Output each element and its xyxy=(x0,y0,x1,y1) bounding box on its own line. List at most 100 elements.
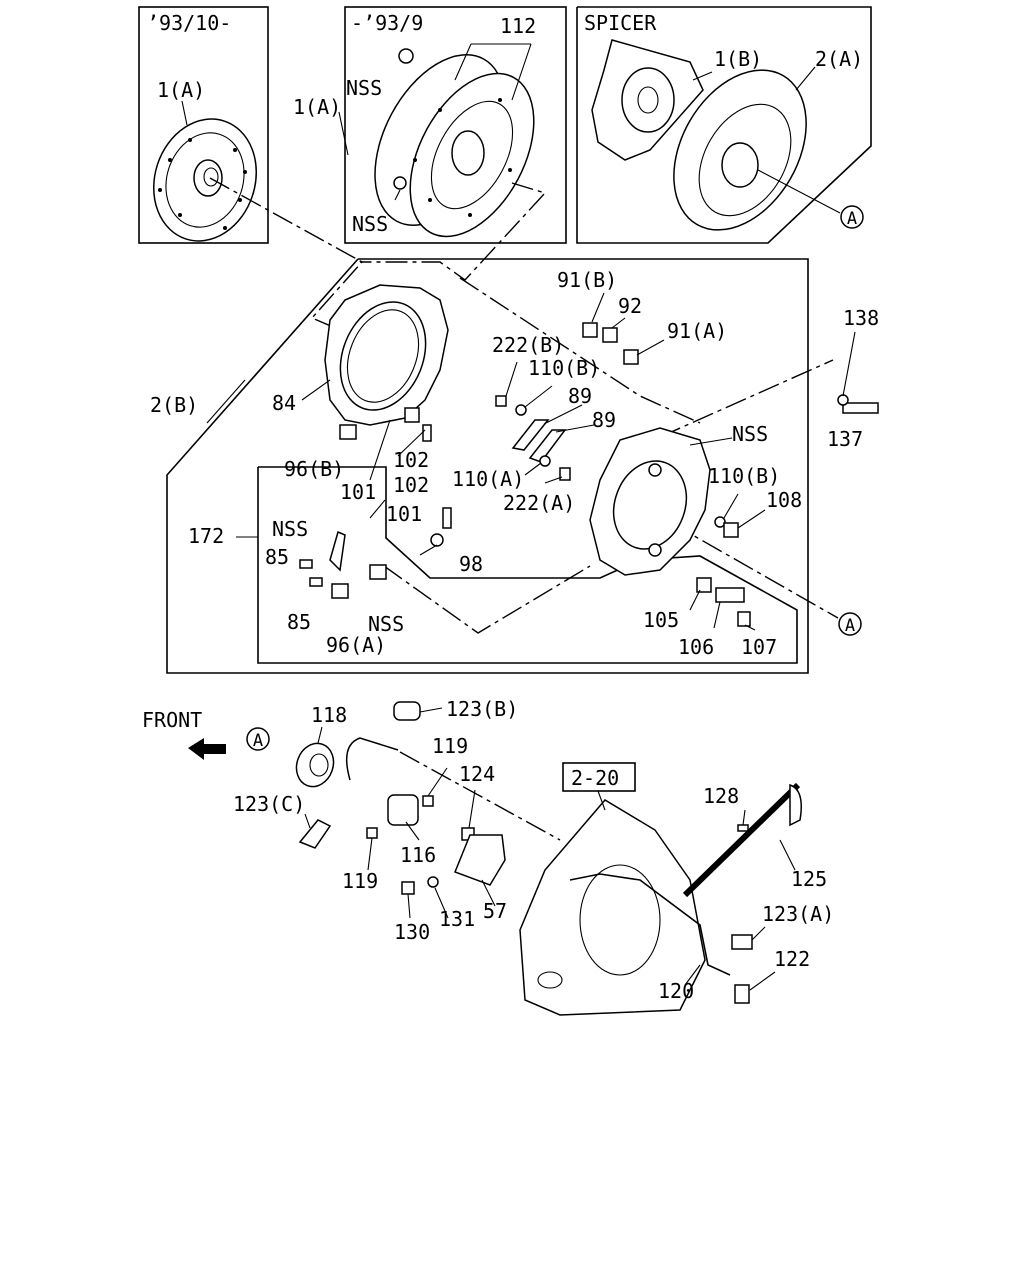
label-130: 130 xyxy=(394,920,430,944)
fork-57 xyxy=(454,834,506,886)
key-128 xyxy=(737,824,749,832)
label-91b: 91(B) xyxy=(557,268,617,292)
part-91b xyxy=(582,322,598,338)
label-118: 118 xyxy=(311,703,347,727)
ref-box-2-20 xyxy=(562,762,636,792)
clip-138 xyxy=(837,394,849,406)
label-1b: 1(B) xyxy=(714,47,762,71)
label-85-a: 85 xyxy=(265,545,289,569)
label-nss-mid: NSS xyxy=(352,212,388,236)
bearing-118 xyxy=(295,742,335,788)
label-112: 112 xyxy=(500,14,536,38)
label-125: 125 xyxy=(791,867,827,891)
nut-105 xyxy=(696,577,712,593)
label-123b: 123(B) xyxy=(446,697,518,721)
label-91a: 91(A) xyxy=(667,319,727,343)
label-101-b: 101 xyxy=(386,502,422,526)
label-110b-right: 110(B) xyxy=(708,464,780,488)
label-nss-plate: NSS xyxy=(732,422,768,446)
shaft-125 xyxy=(682,782,801,898)
bolt-137 xyxy=(842,402,879,414)
label-57: 57 xyxy=(483,899,507,923)
pressure-plate-84 xyxy=(324,284,449,426)
label-124: 124 xyxy=(459,762,495,786)
label-222b: 222(B) xyxy=(492,333,564,357)
label-102-b: 102 xyxy=(393,473,429,497)
fitting-119-b xyxy=(366,827,378,839)
svg-text:A: A xyxy=(253,731,263,751)
bolt-130 xyxy=(401,881,415,895)
label-119-a: 119 xyxy=(432,734,468,758)
inset-1993-9-box: -’93/9 xyxy=(344,6,567,244)
label-89-a: 89 xyxy=(568,384,592,408)
label-122: 122 xyxy=(774,947,810,971)
washer-110b xyxy=(515,404,527,416)
inset-title-right: SPICER xyxy=(584,11,657,35)
clutch-disc-left xyxy=(152,118,258,242)
label-137: 137 xyxy=(827,427,863,451)
strap-89-a xyxy=(511,419,550,451)
clutch-cover-flywheel xyxy=(589,427,711,576)
label-101-a: 101 xyxy=(340,480,376,504)
callout-a-spicer: A xyxy=(840,205,864,229)
label-172: 172 xyxy=(188,524,224,548)
bolt-107 xyxy=(737,611,751,627)
label-106: 106 xyxy=(678,635,714,659)
label-98: 98 xyxy=(459,552,483,576)
label-96b: 96(B) xyxy=(284,457,344,481)
inset-title-mid: -’93/9 xyxy=(351,11,423,35)
label-nss-top: NSS xyxy=(346,76,382,100)
assembly-2b-outline xyxy=(166,258,809,674)
bellhousing-2-20 xyxy=(519,799,706,1016)
washer-131 xyxy=(427,876,439,888)
label-85-b: 85 xyxy=(287,610,311,634)
shaft-125-lever xyxy=(789,783,802,827)
part-91a xyxy=(623,349,639,365)
svg-text:A: A xyxy=(847,209,857,229)
label-123c: 123(C) xyxy=(233,792,305,816)
washer-110a xyxy=(539,455,551,467)
clip-102-bottom xyxy=(442,507,452,529)
lever-nss xyxy=(329,530,346,572)
label-nss-lever: NSS xyxy=(272,517,308,541)
sleeve-116 xyxy=(387,794,419,826)
label-107: 107 xyxy=(741,635,777,659)
washer-98 xyxy=(430,533,444,547)
label-222a: 222(A) xyxy=(503,491,575,515)
label-123a: 123(A) xyxy=(762,902,834,926)
inset-spicer-box: SPICER xyxy=(576,6,872,244)
washer-101-top xyxy=(404,407,420,423)
bolt-96b xyxy=(339,424,357,440)
bolt-96a xyxy=(331,583,349,599)
label-92: 92 xyxy=(618,294,642,318)
label-2b: 2(B) xyxy=(150,393,198,417)
bolt-222a xyxy=(559,467,571,481)
inset-title-left: ’93/10- xyxy=(147,11,231,35)
clamp-123b xyxy=(393,701,421,721)
hose-123b xyxy=(345,737,399,781)
callout-a-bearing: A xyxy=(246,727,270,751)
bolt-222b xyxy=(495,395,507,407)
label-110a: 110(A) xyxy=(452,467,524,491)
clamp-123a xyxy=(731,934,753,950)
label-1a-left: 1(A) xyxy=(157,78,205,102)
clutch-disc-mid xyxy=(374,48,535,238)
spicer-damper-plate xyxy=(591,39,704,161)
plate-106 xyxy=(715,587,745,603)
fitting-119-a xyxy=(422,795,434,807)
label-131: 131 xyxy=(439,907,475,931)
label-116: 116 xyxy=(400,843,436,867)
washer-110b-right xyxy=(714,516,726,528)
label-138: 138 xyxy=(843,306,879,330)
label-1a-mid: 1(A) xyxy=(293,95,341,119)
label-119-b: 119 xyxy=(342,869,378,893)
spicer-pressure-plate xyxy=(673,69,807,231)
pipe-120 xyxy=(569,873,731,976)
label-84: 84 xyxy=(272,391,296,415)
label-120: 120 xyxy=(658,979,694,1003)
svg-text:A: A xyxy=(845,616,855,636)
label-105: 105 xyxy=(643,608,679,632)
clamp-123c xyxy=(298,819,332,849)
label-2-20: 2-20 xyxy=(571,766,619,790)
